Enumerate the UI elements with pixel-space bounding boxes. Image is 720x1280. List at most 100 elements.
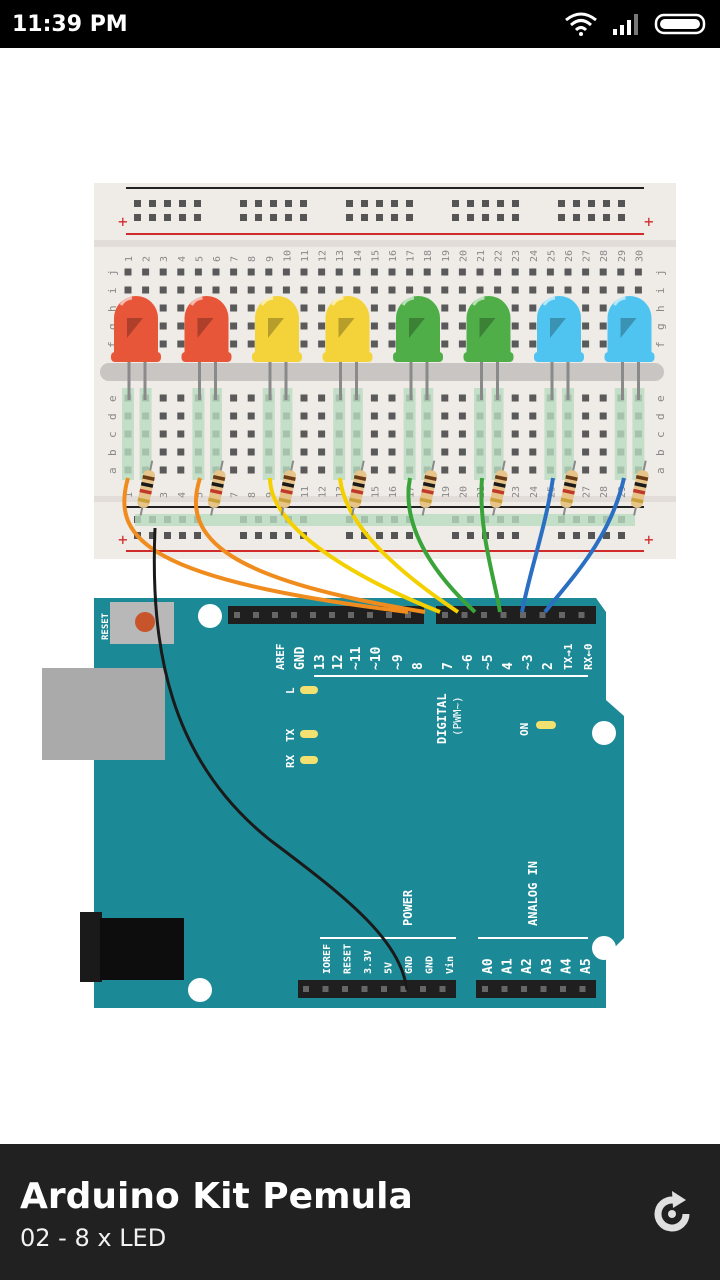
power-label: POWER [401, 889, 415, 926]
analog-label: ANALOG IN [526, 861, 540, 926]
rail-plus-bottom-right: + [644, 530, 654, 549]
bottom-bar: Arduino Kit Pemula 02 - 8 x LED [0, 1144, 720, 1280]
column-number: 25 [546, 250, 557, 262]
resistor [207, 460, 226, 516]
column-number: 8 [247, 492, 258, 498]
row-letter: f [654, 341, 667, 348]
rail-plus-top-right: + [644, 212, 654, 231]
power-pin-label: RESET [343, 944, 354, 974]
digital-pin-label: AREF [274, 644, 287, 671]
column-number: 4 [177, 256, 188, 262]
column-number: 27 [582, 250, 593, 262]
column-number: 21 [476, 250, 487, 262]
signal-icon [613, 14, 638, 35]
resistor [489, 460, 508, 516]
column-number: 19 [441, 250, 452, 262]
column-number: 16 [388, 486, 399, 498]
power-header [298, 980, 456, 998]
power-pin-label: GND [425, 956, 436, 974]
column-number: 11 [300, 486, 311, 498]
led-l-indicator [300, 686, 318, 694]
led-blue [534, 296, 584, 400]
column-number: 26 [564, 250, 575, 262]
digital-header-high [228, 606, 424, 624]
column-number: 22 [494, 250, 505, 262]
column-number: 6 [212, 256, 223, 262]
column-number: 16 [388, 250, 399, 262]
column-number: 27 [582, 486, 593, 498]
reset-label: RESET [101, 612, 111, 640]
column-number: 20 [458, 486, 469, 498]
column-number: 3 [159, 492, 170, 498]
row-letter: d [106, 413, 119, 420]
column-number: 8 [247, 256, 258, 262]
row-letter: a [654, 467, 667, 474]
power-pin-label: IOREF [322, 944, 333, 974]
mount-hole [188, 978, 212, 1002]
resistor [419, 460, 438, 516]
column-number: 18 [423, 250, 434, 262]
column-number: 4 [177, 492, 188, 498]
digital-header-low [436, 606, 596, 624]
column-number: 1 [124, 492, 135, 498]
led-red [111, 296, 161, 400]
refresh-button[interactable] [646, 1188, 698, 1240]
digital-pin-label: ~5 [481, 654, 496, 670]
lesson-subtitle: 02 - 8 x LED [20, 1224, 167, 1252]
row-letter: d [654, 413, 667, 420]
wire-yellow-1 [268, 477, 441, 614]
column-number: 5 [194, 256, 205, 262]
row-letter: i [106, 287, 119, 294]
analog-header [476, 980, 596, 998]
row-letter: e [106, 395, 119, 402]
resistor [348, 460, 367, 516]
rail-plus-bottom: + [118, 530, 128, 549]
wire-green-1 [406, 477, 477, 614]
breadboard: 1122334455667788991010111112121313141415… [94, 183, 676, 559]
digital-pin-label: ~9 [391, 654, 406, 670]
resistor [278, 460, 297, 516]
column-number: 30 [634, 250, 645, 262]
led-l-label: L [284, 687, 297, 694]
digital-pin-label: ~10 [369, 646, 384, 670]
column-number: 15 [370, 250, 381, 262]
row-letter: i [654, 287, 667, 294]
led-rx-label: RX [284, 754, 297, 768]
on-indicator [536, 721, 556, 729]
digital-pin-label: 2 [541, 662, 556, 670]
power-pin-label: 3.3V [363, 950, 374, 974]
analog-pin-label: A4 [559, 958, 574, 974]
row-letter: h [106, 305, 119, 312]
digital-pin-label: 13 [313, 654, 328, 670]
column-number: 7 [230, 492, 241, 498]
row-letter: c [106, 431, 119, 438]
status-icons [564, 12, 708, 36]
column-number: 28 [599, 486, 610, 498]
power-pin-label: GND [404, 956, 415, 974]
digital-pin-label: RX←0 [582, 644, 595, 671]
led-red [181, 296, 232, 400]
column-number: 7 [230, 256, 241, 262]
digital-pin-label: ~11 [349, 646, 364, 670]
row-letter: e [654, 395, 667, 402]
mount-hole [198, 604, 222, 628]
row-letter: a [106, 467, 119, 474]
column-number: 9 [265, 492, 276, 498]
wire-green-2 [479, 477, 502, 613]
column-number: 17 [406, 486, 417, 498]
column-number: 5 [194, 492, 205, 498]
column-number: 23 [511, 250, 522, 262]
status-time: 11:39 PM [12, 11, 128, 37]
status-bar: 11:39 PM [0, 0, 720, 48]
column-number: 15 [370, 486, 381, 498]
resistor [137, 460, 156, 516]
led-rx-indicator [300, 756, 318, 764]
wire-orange-1 [122, 477, 409, 614]
row-letter: c [654, 431, 667, 438]
led-yellow [252, 296, 302, 400]
column-number: 10 [282, 250, 293, 262]
led-yellow [322, 296, 373, 400]
usb-connector [42, 668, 165, 760]
analog-pin-label: A3 [540, 958, 555, 974]
